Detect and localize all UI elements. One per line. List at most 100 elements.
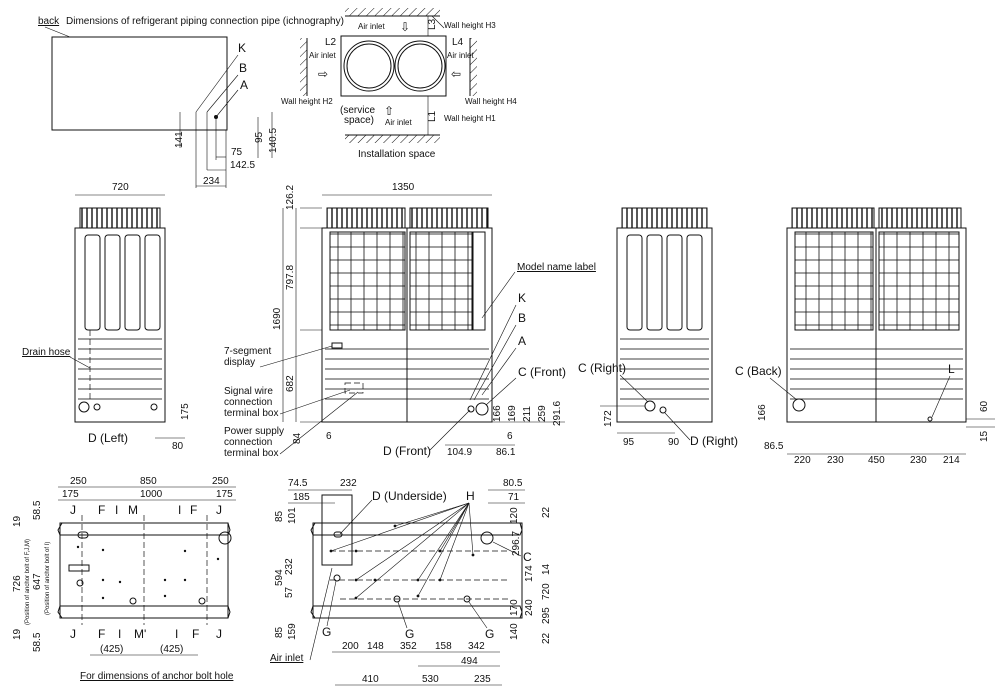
installation-space: Air inlet ⇩ L3 Wall height H3 L2 L4 Air … xyxy=(281,8,517,160)
pipe-connection-plan: back Dimensions of refrigerant piping co… xyxy=(38,16,344,188)
d-front-label: D (Front) xyxy=(383,444,431,458)
c-right-label: C (Right) xyxy=(578,361,626,375)
dim-296-7: 296.7 xyxy=(511,531,522,556)
ichnography-title: Dimensions of refrigerant piping connect… xyxy=(66,16,344,27)
dim-75: 75 xyxy=(231,147,243,158)
label-l: L xyxy=(948,362,955,376)
dim-166-front: 166 xyxy=(492,405,503,422)
dim-l3: L3 xyxy=(427,18,438,30)
dim-720-under: 720 xyxy=(541,583,552,600)
dim-450: 450 xyxy=(868,455,885,466)
dim-104-9: 104.9 xyxy=(447,447,472,458)
dim-140-5: 140.5 xyxy=(268,128,279,153)
dim-232-side: 232 xyxy=(284,558,295,575)
wall-height-h4: Wall height H4 xyxy=(465,97,517,106)
arrow-up-icon: ⇧ xyxy=(384,104,394,118)
dim-1350: 1350 xyxy=(392,182,415,193)
label-k-front: K xyxy=(518,291,526,305)
signal-box-label-3: terminal box xyxy=(224,408,278,419)
dim-220: 220 xyxy=(794,455,811,466)
dim-211: 211 xyxy=(522,406,533,422)
dim-14: 14 xyxy=(541,563,552,575)
air-inlet-left: Air inlet xyxy=(309,51,336,60)
dim-85-b: 85 xyxy=(274,626,285,638)
c-label-underside: C xyxy=(523,550,532,564)
model-name-label: Model name label xyxy=(517,262,596,273)
g-label-1: G xyxy=(322,625,331,639)
dim-19-a: 19 xyxy=(12,515,23,527)
power-box-label-3: terminal box xyxy=(224,448,278,459)
top-letter-j1: J xyxy=(70,503,76,517)
arrow-down-icon: ⇩ xyxy=(400,20,410,34)
signal-box-label-2: connection xyxy=(224,397,272,408)
power-box-label-2: connection xyxy=(224,437,272,448)
signal-box-label-1: Signal wire xyxy=(224,386,273,397)
dim-235: 235 xyxy=(474,674,491,685)
dim-l2: L2 xyxy=(325,37,337,48)
right-side-view: C (Right) 172 95 90 D (Right) xyxy=(578,207,738,448)
dim-352: 352 xyxy=(400,641,417,652)
air-inlet-bottom: Air inlet xyxy=(385,118,412,127)
dim-720: 720 xyxy=(112,182,129,193)
anchor-plan-caption: For dimensions of anchor bolt hole xyxy=(80,671,234,682)
top-letter-j2: J xyxy=(216,503,222,517)
label-a: A xyxy=(240,78,248,92)
dim-494: 494 xyxy=(461,656,478,667)
dim-86-1: 86.1 xyxy=(496,447,516,458)
drain-hose-label: Drain hose xyxy=(22,347,71,358)
dim-250-a: 250 xyxy=(70,476,87,487)
dim-200: 200 xyxy=(342,641,359,652)
label-b: B xyxy=(239,61,247,75)
dim-185: 185 xyxy=(293,492,310,503)
label-a-front: A xyxy=(518,334,526,348)
dim-141: 141 xyxy=(174,131,185,148)
label-k: K xyxy=(238,41,246,55)
dim-291-6: 291.6 xyxy=(552,401,563,426)
dim-425-b: (425) xyxy=(160,644,183,655)
underside-plan: 74.5 232 185 D (Underside) H 80.5 71 85 … xyxy=(270,478,552,686)
dim-240: 240 xyxy=(524,599,535,616)
air-inlet-top: Air inlet xyxy=(358,22,385,31)
seven-segment-label-1: 7-segment xyxy=(224,346,271,357)
bottom-letter-i1: I xyxy=(118,627,121,641)
dim-6-left: 6 xyxy=(326,431,332,442)
seven-segment-label-2: display xyxy=(224,357,255,368)
dim-250-b: 250 xyxy=(212,476,229,487)
dim-90-right: 90 xyxy=(668,437,680,448)
air-inlet-right: Air inlet xyxy=(447,51,474,60)
c-back-label: C (Back) xyxy=(735,364,782,378)
dim-22-a: 22 xyxy=(541,506,552,518)
bottom-letter-i2: I xyxy=(175,627,178,641)
top-letter-i2: I xyxy=(178,503,181,517)
dim-342: 342 xyxy=(468,641,485,652)
dim-174: 174 xyxy=(524,565,535,582)
dim-175-a: 175 xyxy=(62,489,79,500)
dim-230-a: 230 xyxy=(827,455,844,466)
dim-175-left: 175 xyxy=(180,403,191,420)
dim-6-right: 6 xyxy=(507,431,513,442)
dim-80-5: 80.5 xyxy=(503,478,523,489)
dim-95: 95 xyxy=(254,131,265,143)
d-right-label: D (Right) xyxy=(690,434,738,448)
power-box-label-1: Power supply xyxy=(224,426,284,437)
dim-58-5-a: 58.5 xyxy=(32,500,43,520)
dim-74-5: 74.5 xyxy=(288,478,308,489)
label-b-front: B xyxy=(518,311,526,325)
bottom-letter-f1: F xyxy=(98,627,105,641)
dim-148: 148 xyxy=(367,641,384,652)
dim-58-5-b: 58.5 xyxy=(32,632,43,652)
dim-166-back: 166 xyxy=(757,404,768,421)
top-letter-m: M xyxy=(128,503,138,517)
dim-425-a: (425) xyxy=(100,644,123,655)
wall-height-h2: Wall height H2 xyxy=(281,97,333,106)
dim-295: 295 xyxy=(541,607,552,624)
dim-410: 410 xyxy=(362,674,379,685)
dim-797-8: 797.8 xyxy=(285,265,296,290)
dim-86-5: 86.5 xyxy=(764,441,784,452)
dim-84: 84 xyxy=(292,432,303,444)
dim-159: 159 xyxy=(287,623,298,640)
dim-22-b: 22 xyxy=(541,632,552,644)
wall-height-h1: Wall height H1 xyxy=(444,114,496,123)
dim-259: 259 xyxy=(537,405,548,422)
